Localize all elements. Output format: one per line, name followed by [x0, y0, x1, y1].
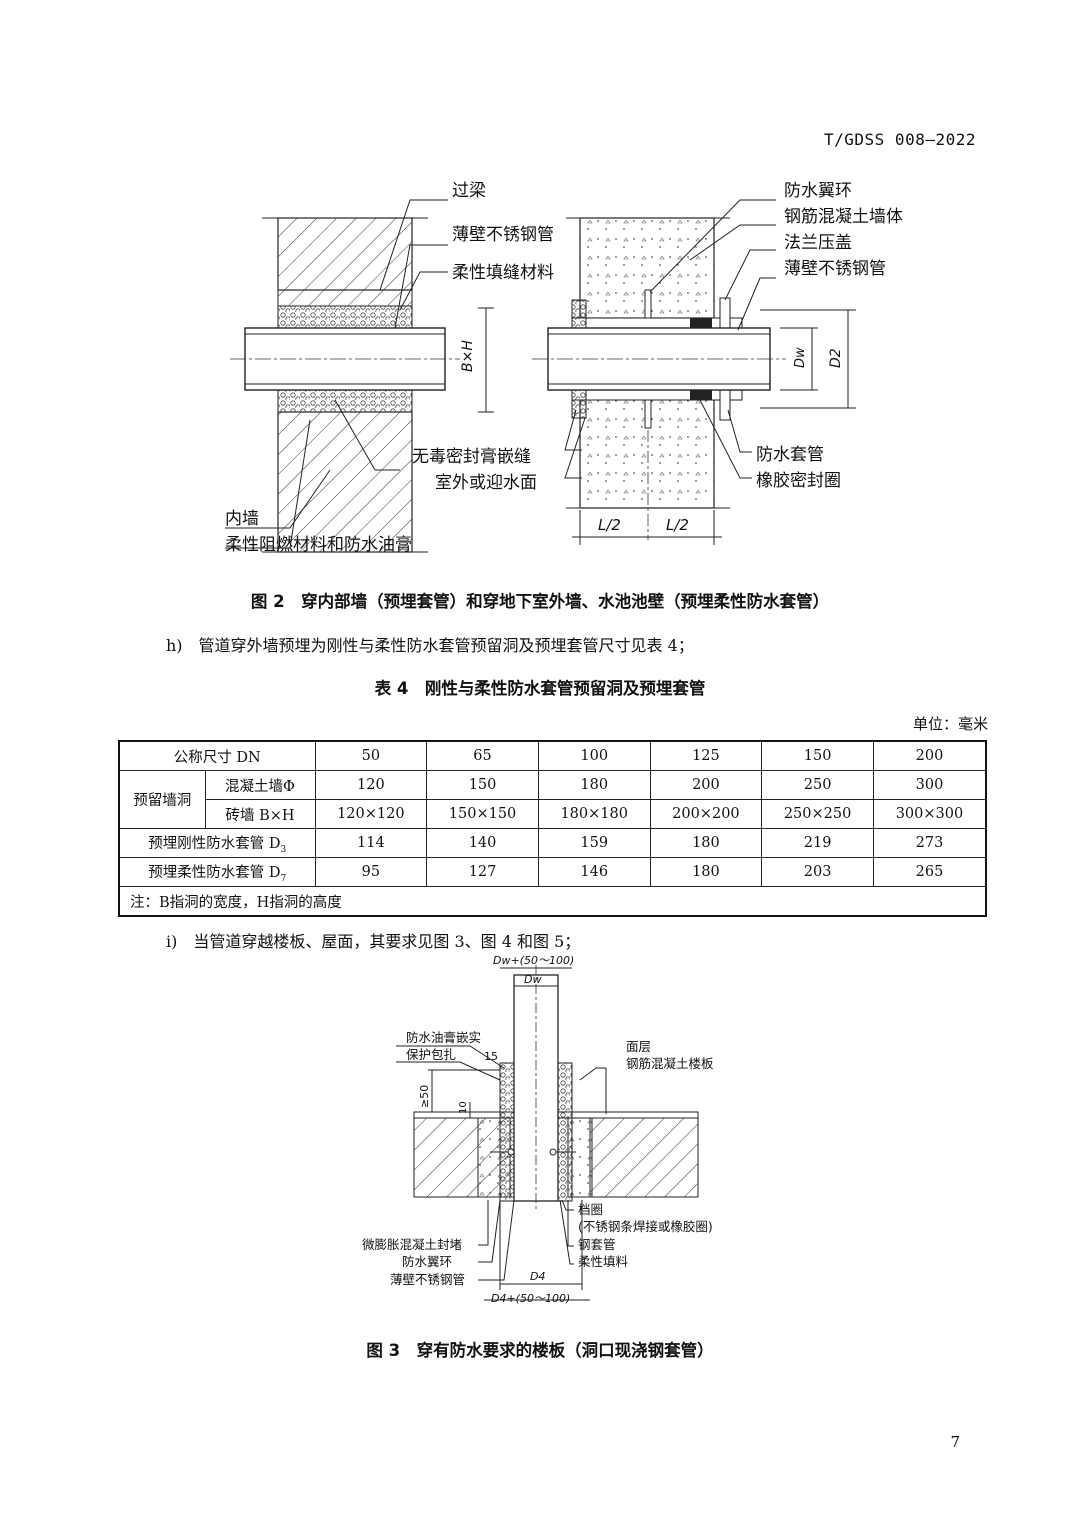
flex-cell: 203	[761, 857, 874, 887]
label-loubanl: 钢筋混凝土楼板	[626, 1056, 714, 1071]
concrete-label: 混凝土墙Φ	[204, 770, 316, 800]
flex-cell: 180	[649, 857, 763, 887]
row-dn-label: 公称尺寸 DN	[118, 740, 316, 771]
flex-cell: 95	[314, 857, 428, 887]
brick-cell: 250×250	[761, 799, 874, 829]
concrete-cell: 300	[872, 770, 987, 800]
label-falan: 法兰压盖	[784, 233, 852, 253]
label-dw: Dw	[793, 347, 808, 368]
label-ge50: ≥50	[418, 1085, 431, 1108]
label-d4: D4	[530, 1270, 545, 1283]
label-neiqiang: 内墙	[225, 509, 259, 529]
concrete-cell: 180	[537, 770, 651, 800]
label-dangquan2: (不锈钢条焊接或橡胶圈)	[578, 1219, 713, 1234]
rigid-cell: 273	[872, 828, 987, 858]
flex-label: 预埋柔性防水套管 D7	[118, 857, 316, 887]
dn-cell: 125	[649, 740, 763, 771]
label-baohu: 保护包扎	[406, 1047, 456, 1062]
table-row: 注：B指洞的宽度，H指洞的高度	[118, 886, 987, 917]
label-gangjin: 钢筋混凝土墙体	[784, 207, 903, 227]
flex-cell: 146	[537, 857, 651, 887]
label-d2: D2	[828, 348, 844, 368]
table-row: 砖墙 B×H 120×120 150×150 180×180 200×200 2…	[119, 799, 987, 829]
label-weipeng: 微膨胀混凝土封堵	[362, 1237, 462, 1252]
label-l2a: L/2	[598, 516, 621, 534]
label-rouxing-zuran: 柔性阻燃材料和防水油膏	[225, 534, 412, 555]
rigid-cell: 180	[649, 828, 763, 858]
rigid-cell: 114	[314, 828, 428, 858]
fig2-left-wall	[225, 199, 494, 553]
rigid-cell: 159	[537, 828, 651, 858]
label-youg: 防水油膏嵌实	[406, 1030, 481, 1045]
concrete-cell: 200	[649, 770, 763, 800]
label-rouxing: 柔性填料	[578, 1254, 629, 1269]
table-row: 预埋柔性防水套管 D7 95 127 146 180 203 265	[118, 857, 987, 887]
paragraph-h: h) 管道穿外墙预埋为刚性与柔性防水套管预留洞及预埋套管尺寸见表 4；	[166, 636, 694, 655]
brick-cell: 200×200	[649, 799, 763, 829]
table4: 公称尺寸 DN 50 65 100 125 150 200 预留墙洞 混凝土墙Φ…	[118, 740, 987, 917]
flex-cell: 265	[872, 857, 987, 887]
label-bobi-left: 薄壁不锈钢管	[452, 225, 554, 245]
rigid-cell: 219	[761, 828, 874, 858]
rigid-label: 预埋刚性防水套管 D3	[118, 828, 316, 858]
label-bobi-right: 薄壁不锈钢管	[784, 259, 886, 279]
label-l2b: L/2	[666, 516, 689, 534]
table-row: 公称尺寸 DN 50 65 100 125 150 200	[118, 740, 987, 771]
brick-cell: 120×120	[314, 799, 428, 829]
dn-cell: 50	[314, 740, 428, 771]
label-n10: 10	[458, 1101, 469, 1114]
paragraph-i: i) 当管道穿越楼板、屋面，其要求见图 3、图 4 和图 5；	[166, 932, 581, 951]
fig3-drawing	[396, 965, 699, 1301]
figure2-caption: 图 2 穿内部墙（预埋套管）和穿地下室外墙、水池池壁（预埋柔性防水套管）	[250, 592, 830, 611]
label-n15: 15	[484, 1050, 498, 1063]
table4-title: 表 4 刚性与柔性防水套管预留洞及预埋套管	[374, 679, 706, 698]
label-shiwai: 室外或迎水面	[435, 473, 537, 493]
label-xiangjiao: 橡胶密封圈	[756, 471, 841, 491]
label-top-dim1: Dw+(50～100)	[493, 954, 574, 967]
page-number: 7	[950, 1433, 960, 1451]
group-label: 预留墙洞	[118, 770, 206, 829]
label-guoliang: 过梁	[452, 181, 486, 201]
flex-cell: 127	[426, 857, 539, 887]
table-row: 预留墙洞 混凝土墙Φ 120 150 180 200 250 300	[118, 770, 987, 829]
dn-cell: 150	[761, 740, 874, 771]
concrete-cell: 250	[761, 770, 874, 800]
brick-cell: 300×300	[872, 799, 987, 829]
figure3-caption: 图 3 穿有防水要求的楼板（洞口现浇钢套管）	[366, 1341, 714, 1360]
label-bobi: 薄壁不锈钢管	[390, 1272, 465, 1287]
label-bxh: B×H	[460, 340, 476, 372]
label-rouxing-tianfeng: 柔性填缝材料	[452, 263, 554, 283]
concrete-cell: 120	[314, 770, 428, 800]
label-yihuan: 防水翼环	[402, 1254, 452, 1269]
table4-unit: 单位：毫米	[912, 715, 988, 733]
document-id: T/GDSS 008—2022	[824, 130, 976, 149]
concrete-cell: 150	[426, 770, 539, 800]
fig2-right-wall	[532, 199, 856, 545]
brick-cell: 180×180	[537, 799, 651, 829]
dn-cell: 100	[537, 740, 651, 771]
brick-cell: 150×150	[426, 799, 539, 829]
label-dangquan: 档圈	[578, 1202, 603, 1217]
label-wudu: 无毒密封膏嵌缝	[412, 446, 531, 467]
label-top-dim2: Dw	[524, 973, 541, 986]
label-fangshui-yihuan: 防水翼环	[784, 181, 852, 201]
dn-cell: 200	[872, 740, 987, 771]
label-gangtao: 钢套管	[578, 1237, 616, 1252]
label-mianceng: 面层	[626, 1039, 651, 1054]
table-note: 注：B指洞的宽度，H指洞的高度	[118, 886, 987, 917]
rigid-cell: 140	[426, 828, 539, 858]
label-fangshui-taoguan: 防水套管	[756, 445, 824, 465]
dn-cell: 65	[426, 740, 539, 771]
label-d4dim: D4+(50～100)	[491, 1292, 570, 1305]
brick-label: 砖墙 B×H	[204, 799, 316, 829]
table-row: 预埋刚性防水套管 D3 114 140 159 180 219 273	[118, 828, 987, 858]
